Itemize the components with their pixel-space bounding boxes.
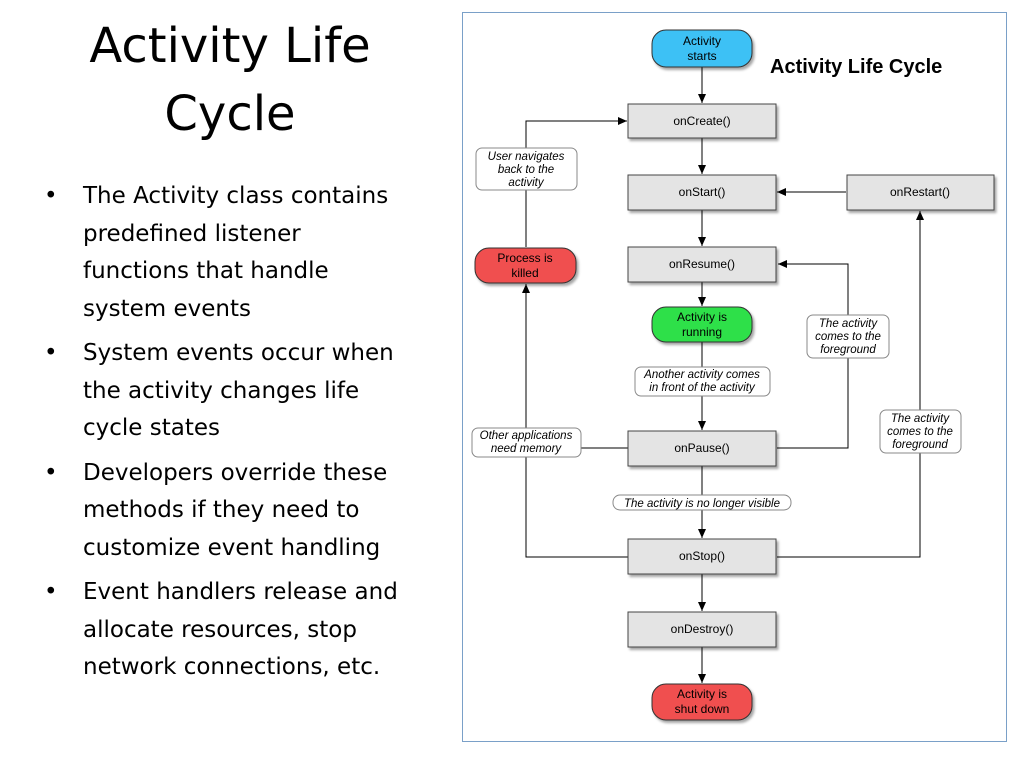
activity-shut-down-label: shut down [675, 702, 730, 716]
bullet-list: • The Activity class contains predefined… [44, 178, 434, 694]
bullet-text-line: Developers override these [83, 459, 388, 486]
on-destroy-node: onDestroy() [627, 611, 777, 648]
bullet-item: • Event handlers release and allocate re… [44, 574, 434, 687]
bullet-text-line: methods if they need to [83, 497, 360, 523]
activity-starts-label: starts [687, 49, 716, 63]
on-create-label: onCreate() [673, 114, 730, 128]
bullet-text-line: system events [83, 295, 251, 322]
note-comes-to-foreground-restart: The activity comes to the foreground [879, 409, 962, 454]
note-text: The activity is no longer visible [624, 498, 780, 510]
activity-starts-label: Activity [683, 34, 721, 48]
note-text: Another activity comes [643, 369, 760, 381]
on-pause-label: onPause() [674, 441, 729, 455]
on-stop-node: onStop() [627, 538, 777, 575]
on-restart-node: onRestart() [846, 174, 995, 211]
on-pause-node: onPause() [627, 430, 777, 467]
bullet-text-line: The Activity class contains [83, 183, 389, 209]
note-comes-to-foreground-resume: The activity comes to the foreground [806, 314, 890, 359]
process-killed-label: Process is [497, 251, 552, 265]
bullet-marker: • [44, 459, 58, 486]
slide-title-line-2: Cycle [164, 86, 296, 142]
on-start-label: onStart() [679, 185, 726, 199]
on-start-node: onStart() [627, 174, 777, 211]
slide-title: Activity Life Cycle [40, 12, 420, 148]
bullet-text-line: functions that handle [83, 258, 329, 284]
bullet-marker: • [44, 183, 58, 209]
note-text: comes to the [815, 331, 881, 343]
activity-shut-down-label: Activity is [677, 687, 727, 701]
note-text: in front of the activity [649, 382, 756, 394]
note-another-activity-front: Another activity comes in front of the a… [634, 366, 771, 397]
note-text: User navigates [488, 151, 565, 163]
activity-running-node: Activity is running [651, 306, 753, 343]
note-text: activity [508, 177, 544, 189]
on-destroy-label: onDestroy() [671, 622, 734, 636]
edge-stop-to-restart [777, 211, 924, 558]
bullet-text-line: the activity changes life [83, 377, 360, 404]
activity-shut-down-node: Activity is shut down [651, 683, 753, 721]
bullet-text-line: cycle states [83, 415, 221, 441]
bullet-text-line: Event handlers release and [83, 579, 398, 605]
activity-running-label: running [682, 325, 722, 339]
bullet-item: • The Activity class contains predefined… [44, 178, 434, 328]
on-resume-label: onResume() [669, 257, 735, 271]
note-text: foreground [820, 344, 876, 356]
on-restart-label: onRestart() [890, 185, 950, 199]
note-no-longer-visible: The activity is no longer visible [612, 494, 792, 511]
activity-starts-node: Activity starts [651, 29, 753, 68]
bullet-text-line: network connections, etc. [83, 654, 381, 680]
on-resume-node: onResume() [627, 246, 777, 283]
process-killed-label: killed [511, 266, 538, 280]
note-text: Other applications [480, 430, 573, 442]
diagram-title: Activity Life Cycle [770, 56, 942, 78]
on-stop-label: onStop() [679, 549, 725, 563]
note-text: need memory [491, 443, 563, 455]
activity-running-label: Activity is [677, 310, 727, 324]
bullet-item: • Developers override these methods if t… [44, 455, 434, 568]
bullet-text-line: predefined listener [83, 220, 301, 247]
note-text: The activity [891, 413, 950, 425]
edge-killed-to-create [525, 117, 627, 247]
bullet-marker: • [44, 340, 58, 366]
bullet-marker: • [44, 579, 58, 605]
on-create-node: onCreate() [627, 103, 777, 139]
process-killed-node: Process is killed [474, 247, 577, 284]
edge-stop-to-killed [522, 284, 628, 558]
note-text: The activity [819, 318, 878, 330]
note-text: back to the [498, 164, 554, 176]
note-text: foreground [892, 439, 948, 451]
note-text: comes to the [887, 426, 953, 438]
note-other-apps-need-memory: Other applications need memory [471, 427, 582, 458]
bullet-text-line: System events occur when [83, 340, 394, 366]
bullet-text-line: customize event handling [83, 534, 381, 561]
slide-title-line-1: Activity Life [89, 18, 371, 74]
bullet-text-line: allocate resources, stop [83, 616, 357, 643]
bullet-item: • System events occur when the activity … [44, 335, 434, 448]
note-user-navigates-back: User navigates back to the activity [475, 147, 578, 191]
